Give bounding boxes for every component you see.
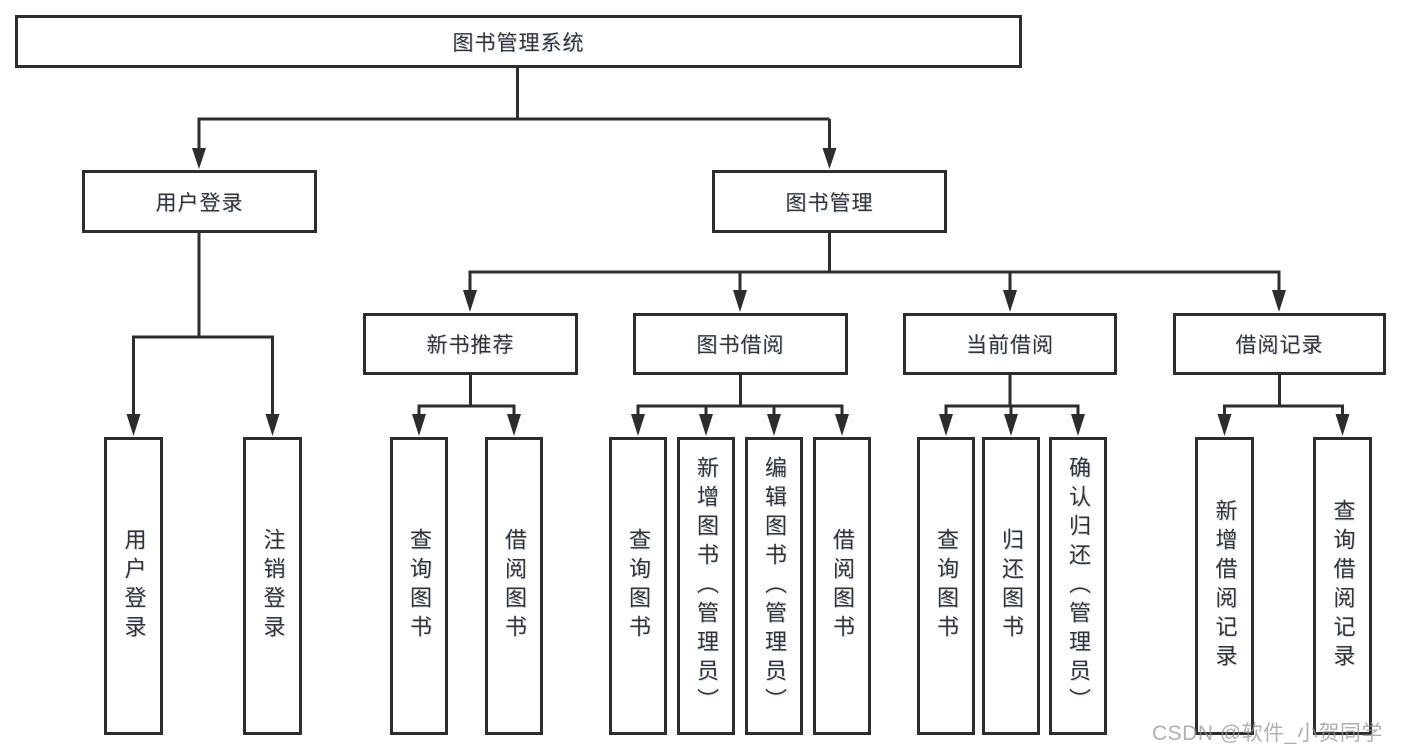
arrowhead-down-icon	[631, 414, 645, 436]
leaf-borrow-books-borrowing: 借阅图书	[813, 437, 871, 735]
arrowhead-down-icon	[1217, 414, 1232, 436]
leaf-return-books: 归还图书	[982, 437, 1040, 735]
leaf-query-books-current: 查询图书	[917, 437, 975, 735]
leaf-logout: 注销登录	[243, 437, 302, 735]
arrowhead-down-icon	[1003, 290, 1017, 312]
connector-root-to-level2	[197, 68, 831, 151]
arrowhead-down-icon	[192, 148, 206, 169]
arrowhead-down-icon	[835, 414, 849, 436]
node-new-book-recommend: 新书推荐	[363, 313, 578, 375]
leaf-add-books-admin: 新增图书（管理员）	[677, 437, 735, 735]
csdn-watermark: CSDN @软件_小贺同学	[1152, 722, 1383, 745]
arrowhead-down-icon	[939, 414, 953, 436]
node-current-borrowing: 当前借阅	[903, 313, 1117, 375]
arrowhead-down-icon	[1272, 290, 1286, 312]
arrowhead-down-icon	[126, 414, 141, 436]
leaf-add-borrow-record: 新增借阅记录	[1195, 437, 1254, 735]
arrowhead-down-icon	[1004, 414, 1018, 436]
leaf-borrow-books-recommend: 借阅图书	[485, 437, 543, 735]
node-borrowing-records: 借阅记录	[1173, 313, 1386, 375]
arrowhead-down-icon	[1335, 414, 1350, 436]
node-book-borrowing: 图书借阅	[633, 313, 848, 375]
arrowhead-down-icon	[699, 414, 713, 436]
arrowhead-down-icon	[463, 290, 477, 312]
leaf-user-login: 用户登录	[104, 437, 163, 735]
connector-borrowing-records-to-leaves	[1223, 375, 1344, 417]
node-library-management-system: 图书管理系统	[15, 15, 1022, 68]
arrowhead-down-icon	[733, 290, 747, 312]
connector-new-book-recommend-to-leaves	[417, 375, 516, 417]
leaf-query-books-borrowing: 查询图书	[609, 437, 667, 735]
arrowhead-down-icon	[265, 414, 280, 436]
connector-book-management-to-level3	[468, 233, 1281, 293]
arrowhead-down-icon	[767, 414, 781, 436]
leaf-edit-books-admin: 编辑图书（管理员）	[745, 437, 803, 735]
connector-current-borrowing-to-leaves	[944, 375, 1080, 417]
arrowhead-down-icon	[822, 148, 837, 169]
leaf-confirm-return-admin: 确认归还（管理员）	[1049, 437, 1107, 735]
leaf-query-books-recommend: 查询图书	[390, 437, 448, 735]
node-user-login: 用户登录	[82, 170, 317, 233]
leaf-query-borrow-record: 查询借阅记录	[1313, 437, 1372, 735]
node-book-management: 图书管理	[712, 170, 947, 233]
connector-user-login-to-leaves	[132, 233, 274, 417]
arrowhead-down-icon	[412, 414, 426, 436]
arrowhead-down-icon	[507, 414, 521, 436]
arrowhead-down-icon	[1071, 414, 1085, 436]
connector-book-borrowing-to-leaves	[636, 375, 844, 417]
